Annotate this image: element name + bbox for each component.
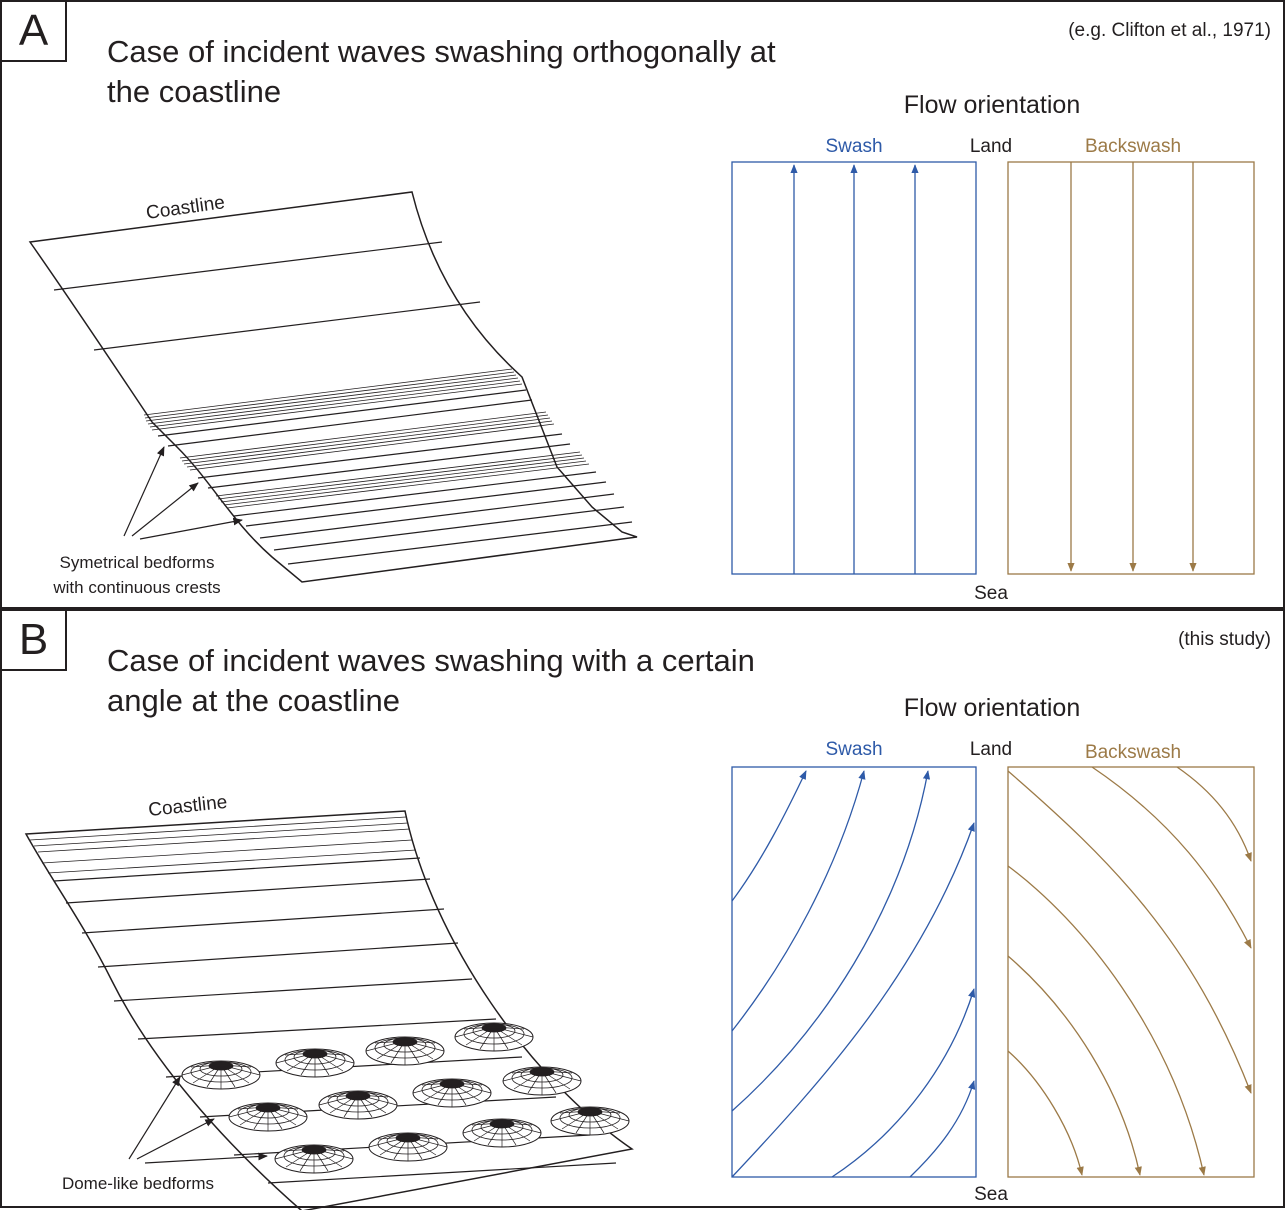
panel-a-reference: (e.g. Clifton et al., 1971) [1068, 20, 1271, 41]
panel-a-letter: A [2, 2, 67, 62]
swash-arrows-a [790, 164, 919, 574]
flow-title-a: Flow orientation [904, 91, 1080, 119]
dome-bedform [550, 1106, 630, 1136]
panel-a-title: Case of incident waves swashing orthogon… [107, 34, 776, 109]
panel-b-figure: Coastline Dome-like bedforms Flow orient… [24, 694, 1255, 1210]
panel-b-title: Case of incident waves swashing with a c… [107, 643, 755, 718]
backswash-arrow [1176, 766, 1252, 862]
dome-bedform [368, 1132, 448, 1162]
dome-bedform [318, 1090, 398, 1120]
swash-arrow [731, 822, 975, 1178]
backswash-arrow [1007, 770, 1252, 1094]
panel-a-figure: Coastline Symetrical bedforms with conti… [28, 91, 1255, 604]
coastline-label-b: Coastline [147, 792, 228, 821]
dome-bedform [365, 1036, 445, 1066]
dome-bedform [274, 1144, 354, 1174]
swash-arrow [731, 770, 931, 1112]
backswash-box-a [1007, 161, 1255, 575]
flow-title-b: Flow orientation [904, 694, 1080, 722]
swash-box-b [731, 766, 977, 1178]
backswash-label-b: Backswash [1085, 742, 1181, 763]
panel-a: A Case of incident waves swashing orthog… [0, 0, 1285, 609]
swash-arrow [909, 1080, 976, 1178]
beach-surface-a [28, 191, 638, 583]
dome-bedform [412, 1078, 492, 1108]
bedform-label-a-line1: Symetrical bedforms [60, 553, 215, 572]
swash-label-a: Swash [825, 136, 882, 157]
backswash-arrow [1007, 865, 1206, 1176]
panel-b-reference: (this study) [1178, 629, 1271, 650]
swash-arrow [731, 770, 807, 902]
dome-bedform [181, 1060, 261, 1090]
dome-bedform [228, 1102, 308, 1132]
backswash-arrow [1007, 955, 1142, 1176]
coastline-label-a: Coastline [145, 192, 226, 224]
backswash-arrows-a [1067, 162, 1197, 572]
bedform-label-a-line2: with continuous crests [52, 578, 220, 597]
land-label-b: Land [970, 739, 1012, 760]
sea-label-b: Sea [974, 1184, 1008, 1205]
dome-bedform [454, 1022, 534, 1052]
dome-bedform [462, 1118, 542, 1148]
swash-label-b: Swash [825, 739, 882, 760]
swash-arrow [731, 770, 866, 1032]
backswash-box-b [1007, 766, 1255, 1178]
dome-bedforms-row1 [181, 1022, 534, 1090]
bedform-label-b: Dome-like bedforms [62, 1174, 214, 1193]
backswash-label-a: Backswash [1085, 136, 1181, 157]
dome-bedform [502, 1066, 582, 1096]
swash-arrow [831, 988, 976, 1178]
dome-bedform [275, 1048, 355, 1078]
sea-label-a: Sea [974, 583, 1008, 604]
bedform-pointer-arrows-a [123, 446, 243, 540]
land-label-a: Land [970, 136, 1012, 157]
backswash-arrow [1091, 766, 1252, 949]
backswash-arrow [1007, 1050, 1084, 1176]
bedform-pointer-arrows-b [128, 1076, 268, 1164]
swash-arrows-b [731, 770, 976, 1178]
beach-outline-a [28, 191, 638, 583]
panel-b: B Case of incident waves swashing with a… [0, 609, 1285, 1210]
dome-bedforms-row3 [274, 1106, 630, 1174]
panel-b-letter: B [2, 611, 67, 671]
backswash-arrows-b [1007, 766, 1252, 1176]
